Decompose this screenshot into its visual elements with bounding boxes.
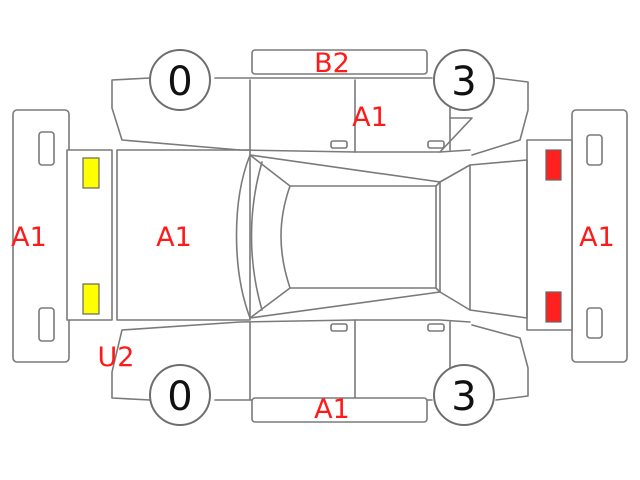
rear-bumper-slot-bottom (586, 307, 603, 339)
wheel-front-left: 0 (149, 49, 211, 111)
front-bumper-slot-top (38, 131, 55, 166)
code-left-side-bottom: A1 (314, 394, 350, 425)
pillar-lines (249, 154, 441, 319)
roof-strip-top (251, 49, 428, 75)
code-right-side-rear-door: A1 (352, 102, 388, 133)
upper-rear-window-line (439, 117, 473, 153)
wheel-front-right: 0 (149, 364, 211, 426)
trunk-outline (439, 159, 528, 319)
rocker-strip-bottom (251, 397, 428, 423)
roof-outline (280, 185, 437, 289)
code-front-left-corner: U2 (98, 342, 135, 373)
code-hood: A1 (156, 222, 192, 253)
code-rear-bumper: A1 (579, 222, 615, 253)
upper-side-profile (111, 77, 529, 156)
code-roof-top: B2 (314, 48, 350, 79)
upper-door-handle-front (330, 140, 348, 149)
windshield-line (250, 161, 263, 311)
lower-door-seams (249, 319, 451, 401)
hood-outline (116, 149, 251, 321)
wheel-rear-right: 3 (433, 364, 495, 426)
front-lamp-yellow-bottom (82, 283, 100, 315)
upper-door-handle-rear (427, 140, 445, 149)
lower-door-handle-rear (427, 323, 445, 332)
rear-lamp-red-bottom (545, 291, 562, 323)
front-bumper-slot-bottom (38, 307, 55, 342)
code-front-bumper: A1 (11, 222, 47, 253)
upper-door-seams (249, 79, 451, 153)
cabin-outline (235, 154, 441, 319)
rear-bumper-slot-top (586, 134, 603, 166)
wheel-rear-right-value: 3 (451, 374, 476, 420)
wheel-rear-left-value: 3 (451, 59, 476, 105)
rear-bumper (571, 109, 628, 363)
rear-lamp-red-top (545, 149, 562, 181)
wheel-front-right-value: 0 (167, 374, 192, 420)
wheel-rear-left: 3 (433, 49, 495, 111)
lower-door-handle-front (330, 323, 348, 332)
front-lamp-yellow-top (82, 157, 100, 189)
wheel-front-left-value: 0 (167, 59, 192, 105)
